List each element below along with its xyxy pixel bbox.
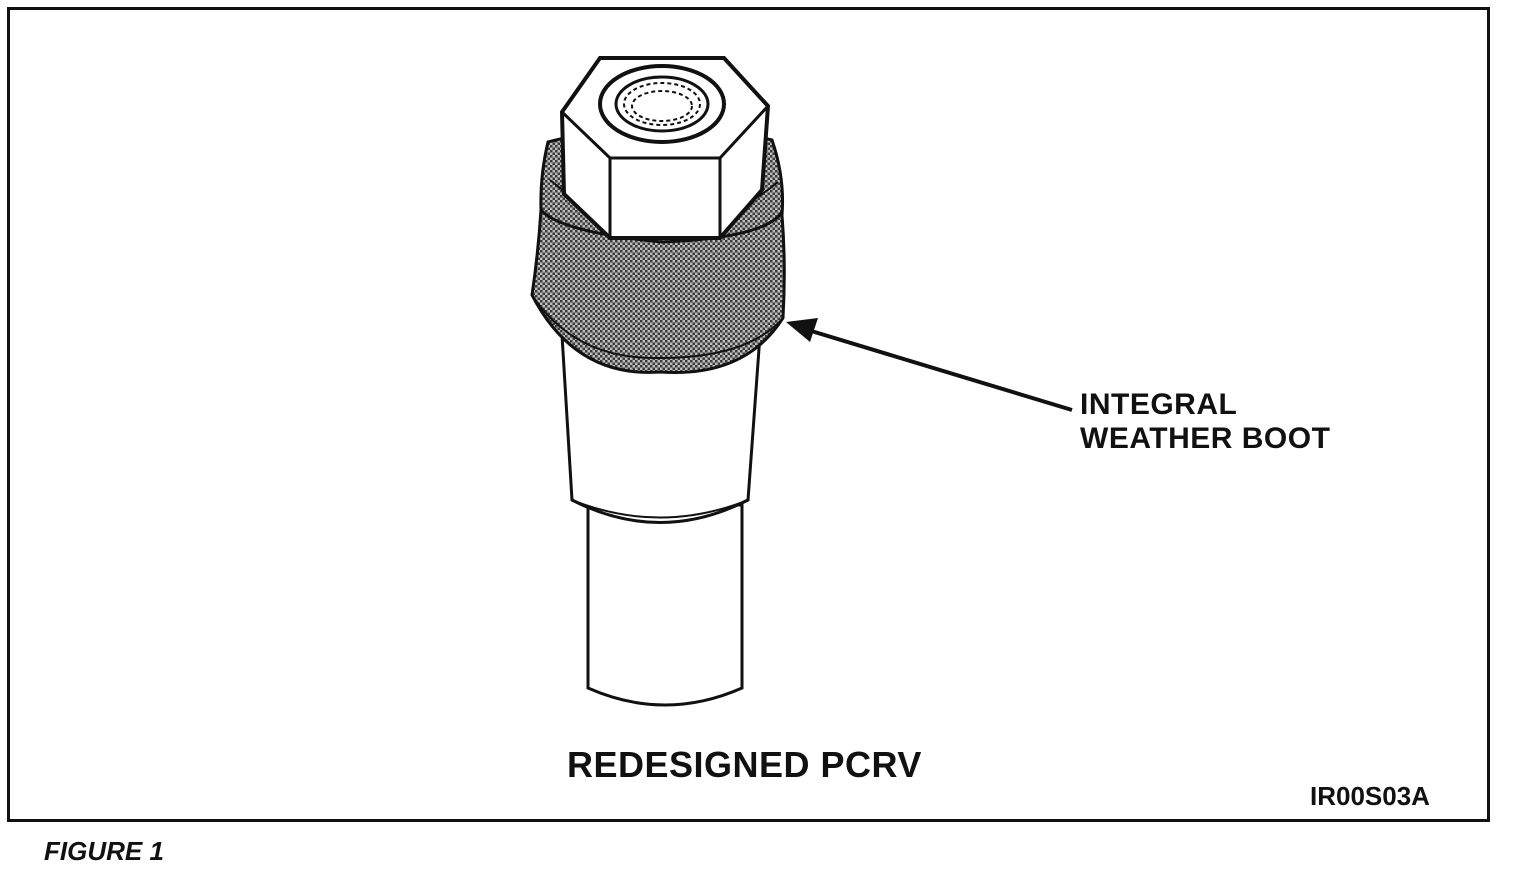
figure-caption: REDESIGNED PCRV <box>567 744 922 785</box>
figure-label: FIGURE 1 <box>44 836 164 866</box>
callout-arrow <box>786 318 1073 412</box>
upper-tube <box>560 333 762 524</box>
callout-label: INTEGRAL WEATHER BOOT <box>1080 388 1330 456</box>
figure-code: IR00S03A <box>1310 781 1430 811</box>
hex-nut <box>559 56 771 240</box>
callout-line-1: INTEGRAL <box>1080 388 1238 421</box>
lower-tube <box>586 503 744 707</box>
callout-line-2: WEATHER BOOT <box>1080 422 1331 455</box>
figure-frame <box>7 7 1490 822</box>
